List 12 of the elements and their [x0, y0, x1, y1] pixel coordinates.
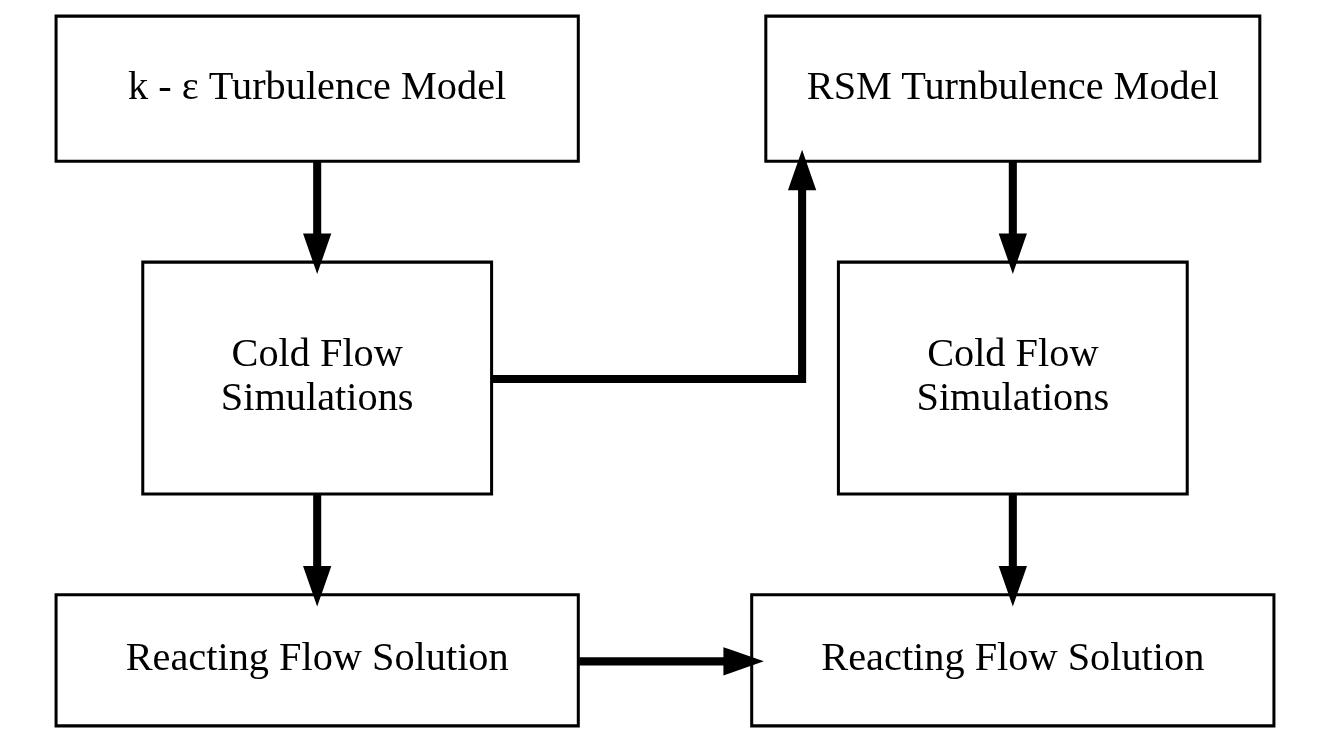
arrow — [302, 161, 331, 274]
node-box: k - ε Turbulence Model — [54, 14, 580, 163]
node-box: Cold Flow Simulations — [140, 260, 493, 496]
arrow — [302, 494, 331, 607]
node-box: Cold Flow Simulations — [836, 260, 1189, 496]
arrow — [998, 494, 1027, 607]
node-box: Reacting Flow Solution — [54, 593, 580, 728]
arrow — [491, 149, 816, 384]
node-box: Reacting Flow Solution — [749, 593, 1275, 728]
arrow — [578, 647, 764, 676]
node-box: RSM Turnbulence Model — [763, 14, 1261, 163]
arrow — [998, 161, 1027, 274]
